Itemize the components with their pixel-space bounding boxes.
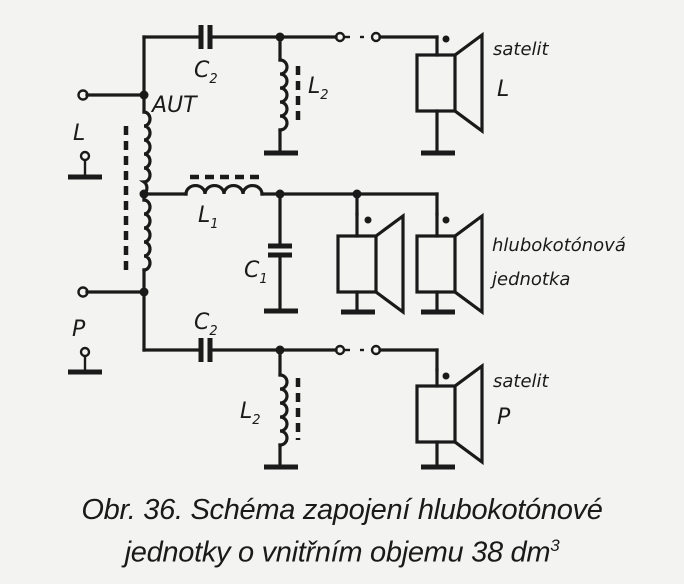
autotransformer — [123, 35, 152, 352]
caption-line-1: Obr. 36. Schéma zapojení hlubokotónové — [81, 494, 603, 526]
speaker-subwoofer-2 — [415, 212, 484, 316]
label-c1: C1 — [244, 258, 268, 287]
capacitor-c2-bottom — [198, 338, 213, 362]
inductor-l1 — [184, 174, 264, 196]
capacitor-c2-top — [198, 25, 213, 49]
label-input-right: P — [72, 317, 86, 342]
label-satellite-left-line1: satelit — [493, 39, 550, 60]
figure-caption: Obr. 36. Schéma zapojení hlubokotónové j… — [0, 492, 684, 571]
label-satellite-right-line2: P — [497, 405, 511, 430]
caption-superscript: 3 — [550, 536, 560, 555]
label-aut: AUT — [150, 93, 198, 118]
caption-line-2-text: jednotky o vnitřním objemu 38 dm — [124, 536, 551, 569]
label-c2-bottom: C2 — [194, 310, 218, 339]
label-subwoofer-line2: jednotka — [489, 269, 570, 290]
label-l2-bottom: L2 — [240, 399, 261, 428]
label-c2-top: C2 — [194, 58, 218, 87]
input-terminal-left — [77, 89, 149, 101]
speaker-satellite-left — [415, 31, 484, 156]
label-satellite-right-line1: satelit — [493, 371, 550, 392]
caption-line-2: jednotky o vnitřním objemu 38 dm3 — [0, 528, 684, 571]
speaker-satellite-right — [415, 362, 484, 470]
input-terminal-right — [77, 286, 149, 298]
label-subwoofer-line1: hlubokotónová — [492, 235, 626, 256]
ground-symbol-left-input — [68, 150, 102, 180]
label-l1: L1 — [198, 203, 219, 232]
inductor-l2-bottom — [264, 348, 301, 470]
speaker-subwoofer-1 — [336, 212, 405, 316]
inductor-l2-top — [264, 35, 301, 156]
label-satellite-left-line2: L — [497, 77, 509, 102]
top-branch-wiring — [142, 31, 439, 57]
label-input-left: L — [73, 121, 85, 146]
label-l2-top: L2 — [308, 74, 329, 103]
middle-branch-wiring — [142, 189, 439, 216]
ground-symbol-right-input — [68, 346, 102, 375]
bottom-branch-wiring — [142, 344, 439, 372]
capacitor-c1 — [264, 192, 298, 314]
